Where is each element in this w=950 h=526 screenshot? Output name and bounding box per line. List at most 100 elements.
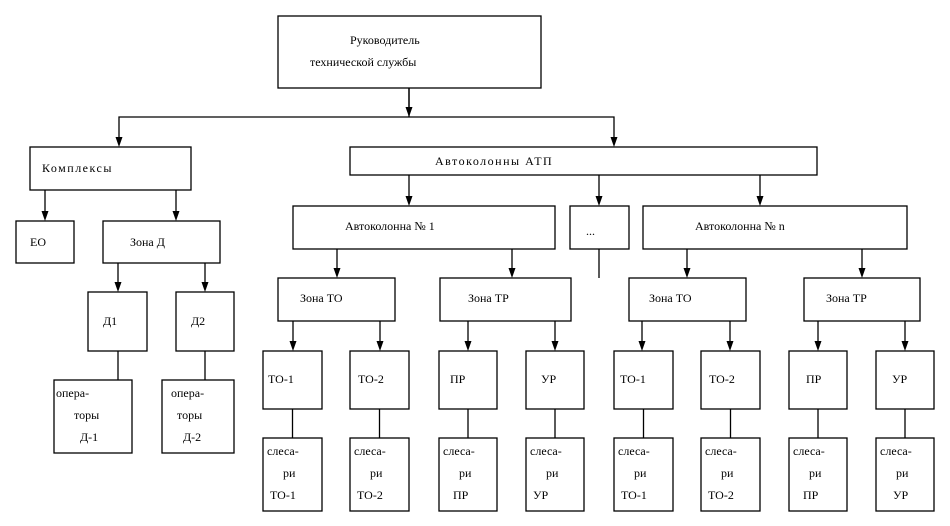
node-c1-ur: УР bbox=[525, 350, 585, 410]
node-box bbox=[349, 437, 410, 512]
connector-column_n-to-cn_zone_tr bbox=[858, 249, 866, 278]
node-label: ТО-2 bbox=[357, 488, 383, 502]
node-cn-to2: ТО-2 bbox=[700, 350, 761, 410]
node-label: ТО-1 bbox=[621, 488, 647, 502]
arrow-head-icon bbox=[289, 341, 297, 351]
node-column-dots: ... bbox=[569, 205, 630, 250]
node-label: ТО-2 bbox=[708, 488, 734, 502]
node-label: ри bbox=[370, 466, 383, 480]
node-label: Д-2 bbox=[183, 430, 201, 444]
arrow-head-icon bbox=[405, 196, 413, 206]
node-label: слеса- bbox=[705, 444, 737, 458]
connectors bbox=[41, 88, 909, 438]
node-box bbox=[29, 146, 192, 191]
node-label: слеса- bbox=[354, 444, 386, 458]
node-label: УР bbox=[533, 488, 548, 502]
node-label: Автоколонна № n bbox=[695, 219, 785, 233]
node-box bbox=[803, 277, 921, 322]
node-box bbox=[875, 350, 935, 410]
connector-columns-to-column_n bbox=[756, 175, 764, 206]
arrow-head-icon bbox=[172, 211, 180, 221]
node-label: слеса- bbox=[267, 444, 299, 458]
connector-columns-to-column_dots bbox=[595, 175, 603, 206]
node-label: слеса- bbox=[793, 444, 825, 458]
node-c1-zone-to: Зона ТО bbox=[277, 277, 396, 322]
node-label: торы bbox=[74, 408, 99, 422]
node-d2: Д2 bbox=[175, 291, 235, 352]
node-label: Зона ТО bbox=[300, 291, 343, 305]
node-box bbox=[349, 146, 818, 176]
arrow-head-icon bbox=[638, 341, 646, 351]
node-label: ТО-1 bbox=[620, 372, 646, 386]
arrow-head-icon bbox=[726, 341, 734, 351]
node-label: ри bbox=[283, 466, 296, 480]
arrow-head-icon bbox=[41, 211, 49, 221]
node-c1-pr: ПР bbox=[438, 350, 498, 410]
arrow-head-icon bbox=[858, 268, 866, 278]
node-box bbox=[700, 437, 761, 512]
node-box bbox=[438, 437, 498, 512]
node-box bbox=[53, 379, 133, 454]
node-label: ПР bbox=[453, 488, 469, 502]
node-box bbox=[628, 277, 747, 322]
node-label: технической службы bbox=[310, 55, 416, 69]
arrow-head-icon bbox=[595, 196, 603, 206]
node-c1-to2: ТО-2 bbox=[349, 350, 410, 410]
node-box bbox=[875, 437, 935, 512]
node-label: УР bbox=[893, 488, 908, 502]
node-column-1: Автоколонна № 1 bbox=[292, 205, 556, 250]
node-label: Д1 bbox=[103, 314, 117, 328]
arrow-head-icon bbox=[508, 268, 516, 278]
connector-cn_zone_to-to-cn_to2 bbox=[726, 321, 734, 351]
connector-line bbox=[118, 88, 410, 138]
node-label: Зона ТР bbox=[826, 291, 867, 305]
node-cn-zone-tr: Зона ТР bbox=[803, 277, 921, 322]
connector-complexes-to-eo bbox=[41, 190, 49, 221]
node-box bbox=[349, 350, 410, 410]
node-box bbox=[569, 205, 630, 250]
node-label: ри bbox=[459, 466, 472, 480]
node-box bbox=[15, 220, 75, 264]
connector-cn_zone_tr-to-cn_pr bbox=[814, 321, 822, 351]
node-box bbox=[262, 437, 323, 512]
arrow-head-icon bbox=[464, 341, 472, 351]
connector-head-to-columns bbox=[408, 88, 618, 147]
node-label: торы bbox=[177, 408, 202, 422]
arrow-head-icon bbox=[814, 341, 822, 351]
node-zone-d: Зона Д bbox=[102, 220, 221, 264]
node-label: ТО-2 bbox=[358, 372, 384, 386]
node-cn-ur: УР bbox=[875, 350, 935, 410]
node-box bbox=[292, 205, 556, 250]
node-label: Автоколонна № 1 bbox=[345, 219, 435, 233]
node-eo: ЕО bbox=[15, 220, 75, 264]
node-box bbox=[700, 350, 761, 410]
connector-line bbox=[408, 88, 615, 138]
connector-c1_zone_to-to-c1_to1 bbox=[289, 321, 297, 351]
arrow-head-icon bbox=[901, 341, 909, 351]
node-box bbox=[525, 437, 585, 512]
node-box bbox=[262, 350, 323, 410]
node-label: ЕО bbox=[30, 235, 46, 249]
connector-columns-to-column_1 bbox=[405, 175, 413, 206]
node-box bbox=[175, 291, 235, 352]
connector-c1_zone_to-to-c1_to2 bbox=[376, 321, 384, 351]
arrow-head-icon bbox=[115, 137, 123, 147]
arrow-head-icon bbox=[551, 341, 559, 351]
node-label: ТО-1 bbox=[270, 488, 296, 502]
node-box bbox=[161, 379, 235, 454]
node-label: ри bbox=[634, 466, 647, 480]
node-label: ТО-1 bbox=[268, 372, 294, 386]
arrow-head-icon bbox=[376, 341, 384, 351]
node-label: ри bbox=[721, 466, 734, 480]
node-label: опера- bbox=[171, 386, 204, 400]
node-label: УР bbox=[892, 372, 907, 386]
connector-column_n-to-cn_zone_to bbox=[683, 249, 691, 278]
connector-cn_zone_to-to-cn_to1 bbox=[638, 321, 646, 351]
